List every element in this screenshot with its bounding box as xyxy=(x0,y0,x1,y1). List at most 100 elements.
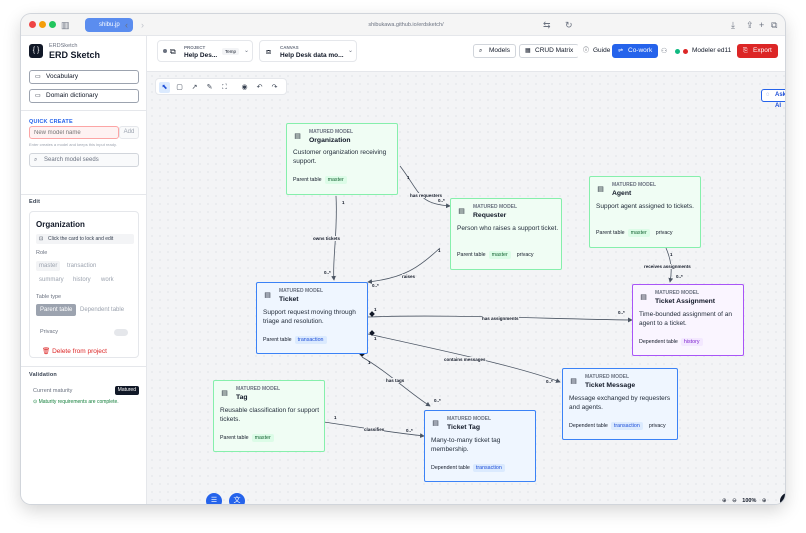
role-chip-summary[interactable]: summary xyxy=(39,277,64,283)
entity-tag: MATURED MODEL xyxy=(279,288,324,294)
back-icon[interactable]: ‹ xyxy=(125,20,128,30)
edge-label[interactable]: contains messages xyxy=(444,357,486,362)
role-chip-history[interactable]: history xyxy=(73,277,91,283)
select-tool-icon[interactable]: ⬉ xyxy=(159,82,170,93)
table-type: Dependent table xyxy=(569,423,608,429)
role-chip: transaction xyxy=(472,464,505,472)
entity-card-agent[interactable]: ▤ MATURED MODEL Agent Support agent assi… xyxy=(589,176,701,248)
edge-label[interactable]: has tags xyxy=(386,378,405,383)
table-icon: ▤ xyxy=(597,186,604,193)
entity-card-organization[interactable]: ▤ MATURED MODEL Organization Customer or… xyxy=(286,123,398,195)
share-icon[interactable]: ⇪ xyxy=(746,20,754,30)
redo-icon[interactable]: ↷ xyxy=(271,84,278,91)
entity-card-tag[interactable]: ▤ MATURED MODEL Tag Reusable classificat… xyxy=(213,380,325,452)
edge-label[interactable]: has assignments xyxy=(482,316,519,321)
entity-card-ticket-assignment[interactable]: ▤ MATURED MODEL Ticket Assignment Time-b… xyxy=(632,284,744,356)
cardinality-label: 0..* xyxy=(406,428,413,433)
new-tab-icon[interactable]: + xyxy=(759,20,765,30)
download-icon[interactable]: ⤓ xyxy=(731,20,735,30)
delete-from-project-button[interactable]: 🗑 Delete from project xyxy=(42,347,107,355)
new-entity-tool-icon[interactable]: ▢ xyxy=(176,84,183,91)
tabs-overview-icon[interactable]: ⧉ xyxy=(771,20,778,30)
crud-matrix-button[interactable]: ▦CRUD Matrix xyxy=(519,44,580,58)
role-chip: master xyxy=(324,176,347,184)
frame-tool-icon[interactable]: ⛶ xyxy=(222,84,227,91)
vocabulary-button[interactable]: ▭Vocabulary xyxy=(29,70,139,84)
canvas-selector[interactable]: ⧈ CANVAS Help Desk data mo... ⌄ xyxy=(259,40,357,62)
lock-hint[interactable]: ⊡Click the card to lock and edit xyxy=(36,234,134,244)
view-icon[interactable]: ◉ xyxy=(241,84,248,91)
privacy-label: Privacy xyxy=(40,329,59,335)
models-button[interactable]: ⌕Models xyxy=(473,44,516,58)
entity-name: Requester xyxy=(473,212,507,219)
erd-canvas[interactable]: ⬉ ▢ ↗ ✎ ⛶ ◉ ↶ ↷ ◌Ask AI xyxy=(148,72,785,504)
add-model-button[interactable]: Add xyxy=(119,126,139,139)
list-view-button[interactable]: ☰ xyxy=(206,493,222,504)
translate-button[interactable]: 文 xyxy=(229,493,245,504)
cardinality-label: 0..* xyxy=(434,398,441,403)
role-chip-master[interactable]: master xyxy=(36,261,61,271)
entity-tag: MATURED MODEL xyxy=(309,129,354,135)
table-type: Dependent table xyxy=(639,339,678,345)
maximize-window-button[interactable] xyxy=(49,21,56,28)
entity-description: triage and resolution. xyxy=(263,318,324,325)
domain-dictionary-button[interactable]: ▭Domain dictionary xyxy=(29,89,139,103)
edge-label[interactable]: has requesters xyxy=(410,193,443,198)
search-icon: ⌕ xyxy=(34,157,38,163)
edge-label[interactable]: classifies xyxy=(364,427,385,432)
export-button[interactable]: ⎘Export xyxy=(737,44,778,58)
pen-tool-icon[interactable]: ✎ xyxy=(206,84,213,91)
entity-name: Organization xyxy=(309,137,351,144)
co-work-button[interactable]: ⇌Co-work xyxy=(612,44,659,58)
trash-icon: 🗑 xyxy=(42,348,53,355)
fit-view-icon[interactable]: ⊕ xyxy=(722,498,727,504)
forward-icon[interactable]: › xyxy=(141,20,144,30)
entity-card-ticket-tag[interactable]: ▤ MATURED MODEL Ticket Tag Many-to-many … xyxy=(424,410,536,482)
role-chip-transaction[interactable]: transaction xyxy=(67,263,97,269)
table-type-dependent[interactable]: Dependent table xyxy=(80,307,125,313)
table-icon: ▤ xyxy=(570,378,577,385)
zoom-out-icon[interactable]: ⊖ xyxy=(732,498,737,504)
undo-icon[interactable]: ↶ xyxy=(256,84,263,91)
new-model-name-input[interactable] xyxy=(29,126,119,139)
table-icon: ▤ xyxy=(458,208,465,215)
entity-card-requester[interactable]: ▤ MATURED MODEL Requester Person who rai… xyxy=(450,198,562,270)
table-type-parent[interactable]: Parent table xyxy=(36,304,77,316)
address-bar[interactable]: shibukawa.github.io/erdsketch/ xyxy=(261,18,551,32)
edge-label[interactable]: receives assignments xyxy=(644,264,691,269)
help-button[interactable]: ? xyxy=(780,493,785,504)
edge-label[interactable]: owns tickets xyxy=(313,236,341,241)
project-selector[interactable]: ⧉ PROJECT Help Des... Temp ⌄ xyxy=(157,40,253,62)
zoom-in-icon[interactable]: ⊕ xyxy=(761,498,767,504)
browser-tab-pill[interactable]: shibu.jp xyxy=(85,18,133,32)
quick-create-heading: QUICK CREATE xyxy=(29,119,73,125)
reload-icon[interactable]: ↻ xyxy=(565,20,573,30)
translate-icon[interactable]: ⇆ xyxy=(543,20,551,30)
search-model-seeds-input[interactable]: ⌕Search model seeds xyxy=(29,153,139,167)
diamond-marker xyxy=(369,311,375,317)
privacy-toggle[interactable] xyxy=(114,329,128,336)
project-badge: Temp xyxy=(222,48,240,55)
table-icon: ▤ xyxy=(294,133,301,140)
cardinality-label: 1 xyxy=(670,252,673,257)
close-window-button[interactable] xyxy=(29,21,36,28)
minimize-window-button[interactable] xyxy=(39,21,46,28)
sidebar-toggle-icon[interactable]: ▥ xyxy=(61,20,70,30)
current-maturity-label: Current maturity xyxy=(33,388,73,394)
entity-card-ticket-message[interactable]: ▤ MATURED MODEL Ticket Message Message e… xyxy=(562,368,678,440)
entity-card-ticket[interactable]: ▤ MATURED MODEL Ticket Support request m… xyxy=(256,282,368,354)
table-icon: ▤ xyxy=(264,292,271,299)
ask-ai-button[interactable]: ◌Ask AI xyxy=(761,89,785,109)
table-type: Dependent table xyxy=(431,465,470,471)
edge-label[interactable]: raises xyxy=(402,274,416,279)
relation-tool-icon[interactable]: ↗ xyxy=(191,84,198,91)
table-type: Parent table xyxy=(596,230,625,236)
maturity-ok-text: Maturity requirements are complete. xyxy=(38,399,119,405)
role-chip-work[interactable]: work xyxy=(101,277,114,283)
